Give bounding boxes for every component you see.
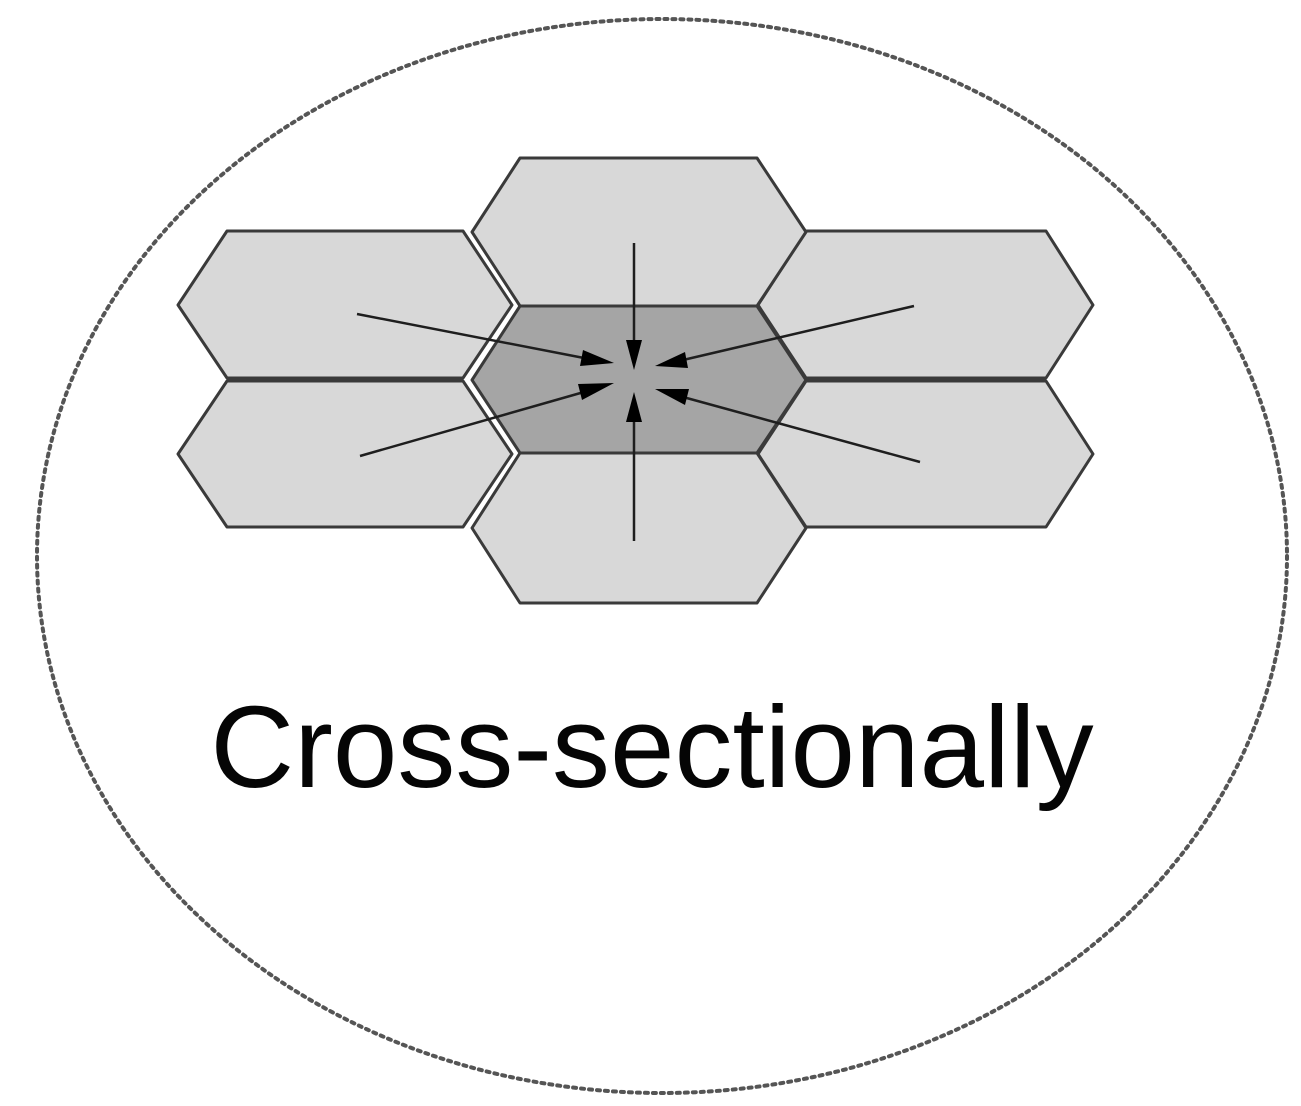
arrowhead-upper-right (655, 352, 688, 368)
arrowhead-bottom (626, 392, 642, 422)
hex-cell-bottom (470, 451, 808, 605)
dotted-boundary-ellipse (35, 17, 1289, 1095)
diagram-caption: Cross-sectionally (210, 682, 1093, 812)
arrow-from-lower-right (682, 395, 921, 464)
arrow-from-upper-right (682, 304, 915, 362)
arrowhead-top (626, 340, 642, 370)
hex-cell-upper-right (756, 229, 1095, 380)
arrows-to-center (356, 243, 921, 541)
hex-cell-center (470, 304, 808, 455)
arrowhead-lower-left (578, 383, 614, 400)
hex-cell-top (470, 156, 808, 308)
arrow-from-upper-left (356, 312, 585, 360)
hex-cell-lower-right (756, 379, 1095, 529)
hex-cell-lower-left (176, 379, 514, 529)
arrowhead-upper-left (580, 350, 614, 366)
hex-cell-upper-left (176, 229, 514, 380)
arrow-from-lower-left (359, 390, 585, 458)
hexagon-grid (176, 156, 1095, 605)
arrowhead-lower-right (655, 389, 689, 405)
